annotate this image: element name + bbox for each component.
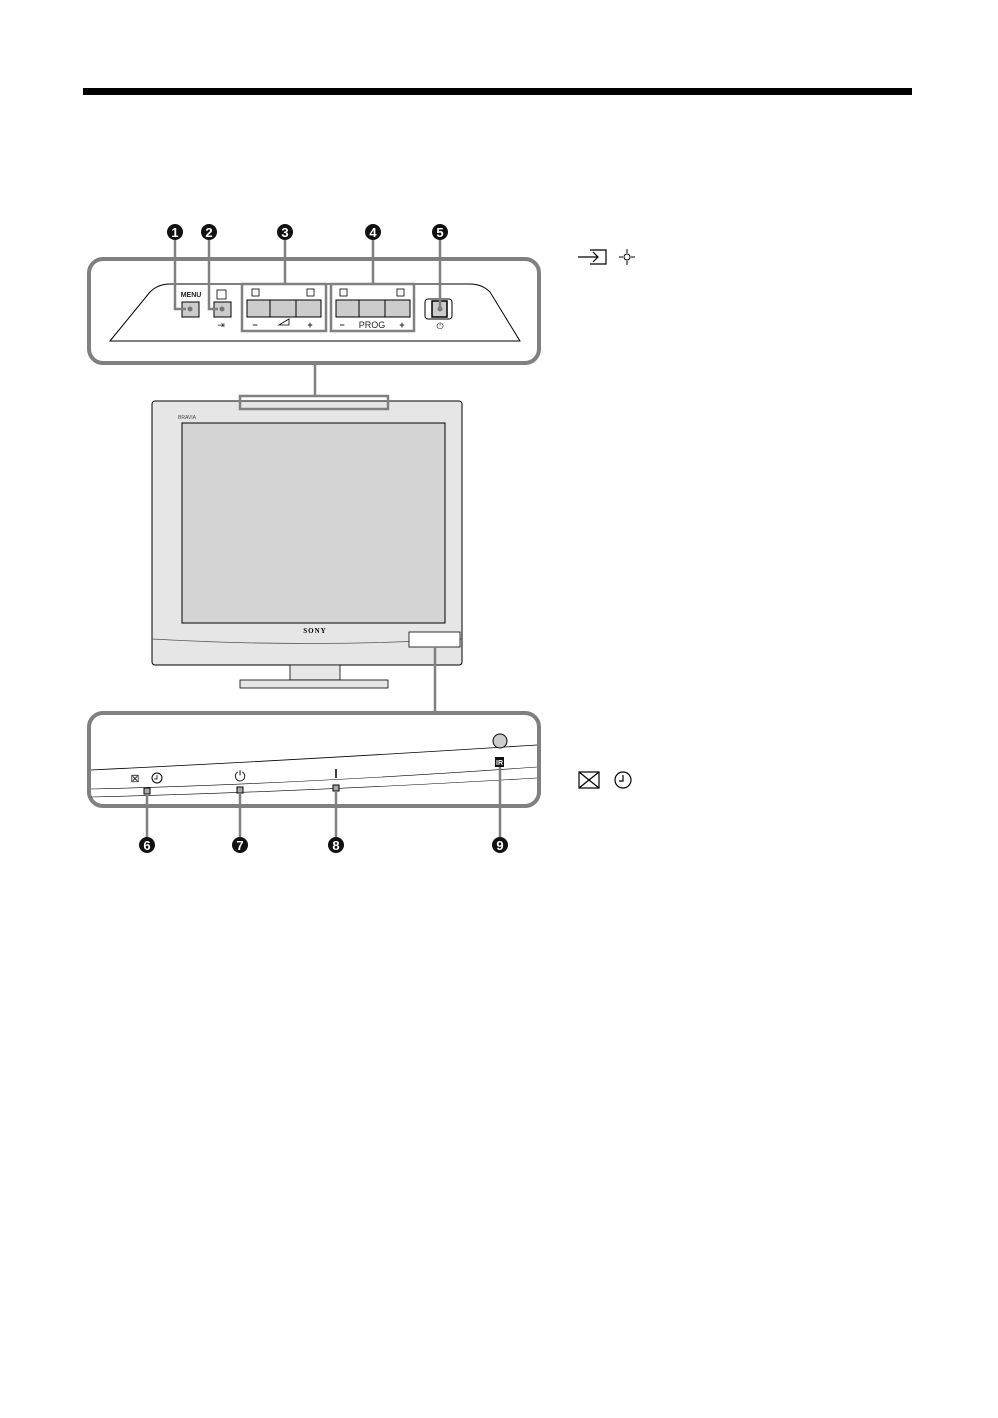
- prog-minus-label: −: [339, 320, 344, 330]
- prog-plus-label: +: [399, 320, 404, 330]
- tv-stand-base: [240, 680, 388, 688]
- front-panel-highlight: [409, 632, 460, 647]
- volume-rocker[interactable]: [247, 300, 321, 317]
- tv-front: BRAVIA SONY: [152, 396, 462, 712]
- button-dot-icon: [220, 307, 225, 312]
- power-led: [333, 785, 339, 791]
- standby-led: [237, 787, 243, 793]
- callout-1: 1: [167, 224, 183, 240]
- picture-off-timer-led: [144, 788, 150, 794]
- ok-crosshair-icon: [619, 249, 635, 265]
- prog-rocker[interactable]: [336, 300, 410, 317]
- tv-brand-logo: SONY: [303, 627, 326, 635]
- callout-6: 6: [139, 837, 155, 853]
- prog-label: PROG: [359, 320, 386, 330]
- callout-3: 3: [277, 224, 293, 240]
- svg-text:1: 1: [171, 225, 178, 240]
- power-icon: ⏻: [436, 321, 443, 331]
- timer-icon: [615, 772, 631, 788]
- remote-sensor: [493, 734, 507, 748]
- svg-text:9: 9: [496, 838, 503, 853]
- callout-8: 8: [328, 837, 344, 853]
- tv-stand-neck: [290, 665, 340, 680]
- svg-text:5: 5: [436, 225, 443, 240]
- picture-off-icon: [579, 772, 599, 788]
- menu-label: MENU: [181, 292, 202, 299]
- callout-2: 2: [201, 224, 217, 240]
- input-select-icon: ⇥: [217, 320, 225, 330]
- tv-screen: [182, 423, 445, 623]
- picture-off-icon: ⊠: [130, 773, 139, 785]
- volume-plus-label: +: [307, 320, 312, 330]
- button-dot-icon: [188, 307, 193, 312]
- front-indicator-panel: IR ⊠ ⏻: [89, 713, 539, 806]
- callout-5: 5: [432, 224, 448, 240]
- svg-text:2: 2: [205, 225, 212, 240]
- svg-text:8: 8: [332, 838, 339, 853]
- svg-text:4: 4: [369, 225, 377, 240]
- top-control-panel: MENU ⇥ − + − PROG + ⏻: [89, 259, 539, 363]
- standby-icon: ⏻: [234, 768, 245, 784]
- callout-4: 4: [365, 224, 381, 240]
- callout-9: 9: [492, 837, 508, 853]
- tv-series-logo: BRAVIA: [178, 415, 197, 421]
- callout-7: 7: [232, 837, 248, 853]
- svg-text:3: 3: [281, 225, 288, 240]
- input-select-icon: [578, 250, 606, 264]
- svg-text:6: 6: [143, 838, 150, 853]
- volume-minus-label: −: [252, 320, 257, 330]
- svg-text:7: 7: [236, 838, 243, 853]
- ir-label: IR: [496, 760, 503, 767]
